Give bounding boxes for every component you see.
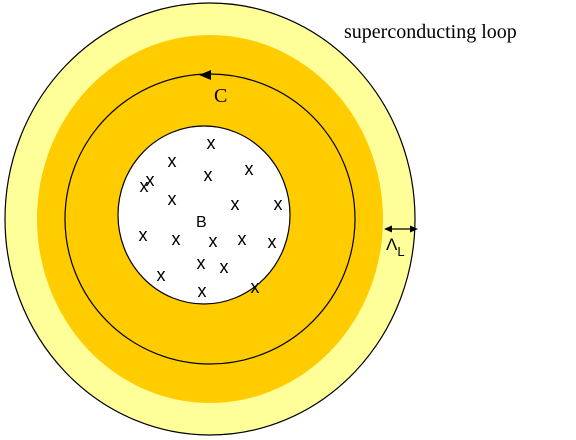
flux-marker: x: [172, 229, 181, 249]
flux-marker: x: [209, 231, 218, 251]
flux-marker: x: [139, 225, 148, 245]
flux-marker: x: [197, 253, 206, 273]
flux-marker: x: [231, 194, 240, 214]
flux-marker: x: [198, 281, 207, 301]
flux-marker: x: [245, 159, 254, 179]
flux-marker: x: [207, 133, 216, 153]
field-label: B: [196, 214, 207, 231]
penetration-depth-arrow: [384, 225, 418, 233]
flux-marker: x: [168, 189, 177, 209]
flux-marker: x: [274, 194, 283, 214]
loop-label: superconducting loop: [344, 21, 517, 43]
flux-marker: x: [157, 265, 166, 285]
penetration-subscript: L: [397, 244, 404, 259]
penetration-depth-label: ΛL: [386, 235, 405, 259]
penetration-symbol: Λ: [386, 235, 398, 254]
flux-marker: x: [146, 170, 155, 190]
flux-marker: x: [204, 165, 213, 185]
flux-marker: x: [140, 176, 149, 196]
contour-arrow-icon: [199, 70, 211, 80]
flux-marker: x: [168, 151, 177, 171]
arrow-right-icon: [410, 225, 418, 233]
flux-marker: x: [220, 257, 229, 277]
arrow-left-icon: [384, 225, 392, 233]
flux-marker: x: [238, 229, 247, 249]
flux-marker: x: [251, 277, 260, 297]
hole-region: [117, 125, 291, 305]
flux-marker: x: [268, 232, 277, 252]
contour-label: C: [214, 85, 227, 107]
